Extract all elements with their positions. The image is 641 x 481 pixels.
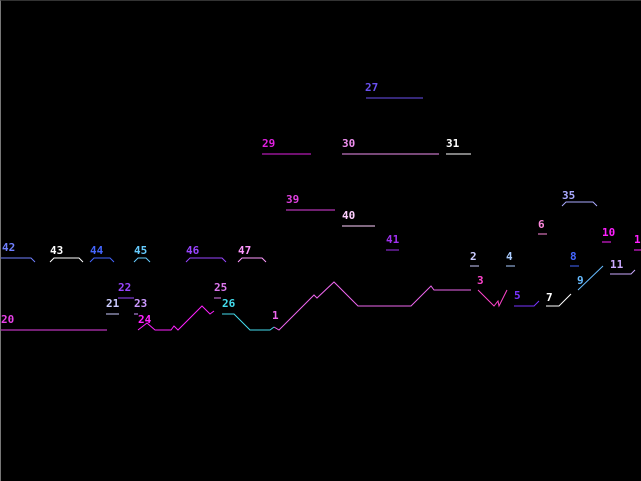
platform-label: 44 (90, 244, 104, 257)
platform-label: 7 (546, 291, 553, 304)
platform-label: 39 (286, 193, 299, 206)
platform-label: 30 (342, 137, 355, 150)
platform: 35 (561, 189, 598, 207)
platform-label: 35 (562, 189, 575, 202)
platform-line (137, 305, 215, 331)
platform-line (561, 201, 598, 207)
platform: 27 (365, 81, 423, 99)
platform-label: 10 (602, 226, 615, 239)
platform: 6 (538, 218, 547, 235)
platform-label: 46 (186, 244, 200, 257)
platform-label: 11 (610, 258, 624, 271)
platform-label: 26 (222, 297, 236, 310)
platform-label: 3 (477, 274, 484, 287)
platform: 40 (342, 209, 375, 227)
platform-label: 1 (634, 233, 641, 246)
platform-line (89, 257, 115, 263)
platform-label: 4 (506, 250, 513, 263)
platform: 2 (470, 250, 479, 267)
platform-label: 5 (514, 289, 521, 302)
platform: 1 (272, 281, 471, 331)
platform-label: 9 (577, 274, 584, 287)
platform: 7 (546, 291, 572, 307)
platform: 4 (506, 250, 515, 267)
platform: 42 (1, 241, 36, 263)
platform-line (546, 293, 572, 307)
platform: 43 (49, 244, 84, 263)
platform: 24 (137, 305, 215, 331)
platform-line (237, 257, 267, 263)
platform-label: 27 (365, 81, 378, 94)
platform-label: 22 (118, 281, 131, 294)
platform-label: 8 (570, 250, 577, 263)
platform-line (477, 289, 508, 308)
platform-label: 6 (538, 218, 545, 231)
platform: 41 (386, 233, 400, 251)
platform: 11 (610, 258, 636, 275)
platform: 39 (286, 193, 335, 211)
platform-label: 45 (134, 244, 147, 257)
platform-label: 47 (238, 244, 251, 257)
platform: 8 (570, 250, 579, 267)
platform-line (610, 269, 636, 275)
platform: 44 (89, 244, 115, 263)
platform-line (577, 265, 604, 291)
platform-line (514, 300, 540, 307)
platform-label: 31 (446, 137, 460, 150)
platform: 47 (237, 244, 267, 263)
platform-label: 40 (342, 209, 355, 222)
platform: 46 (185, 244, 227, 263)
platform-label: 43 (50, 244, 63, 257)
platform-label: 21 (106, 297, 120, 310)
platform-label: 24 (138, 313, 152, 326)
platform-line (222, 313, 275, 331)
platform-line (273, 281, 471, 331)
platform-line (49, 257, 84, 263)
platform: 29 (262, 137, 311, 155)
platform: 26 (222, 297, 275, 331)
platform: 5 (514, 289, 540, 307)
platform: 20 (1, 313, 107, 331)
platform: 22 (118, 281, 134, 299)
platform: 23 (134, 297, 147, 315)
platform-label: 42 (2, 241, 15, 254)
platform-label: 25 (214, 281, 227, 294)
platform-line (1, 257, 36, 263)
platform: 1 (634, 233, 641, 251)
platform: 9 (577, 265, 604, 291)
platform-label: 1 (272, 309, 279, 322)
platform-label: 23 (134, 297, 147, 310)
platform: 3 (477, 274, 508, 308)
platform: 45 (133, 244, 151, 263)
platform-label: 2 (470, 250, 477, 263)
platform: 31 (446, 137, 471, 155)
platform: 30 (342, 137, 439, 155)
platform: 10 (602, 226, 615, 243)
platform-label: 41 (386, 233, 400, 246)
platform: 25 (214, 281, 227, 299)
platform-label: 29 (262, 137, 275, 150)
platform-label: 20 (1, 313, 14, 326)
platform-line (185, 257, 227, 263)
platform: 21 (106, 297, 120, 315)
platform-line (133, 257, 151, 263)
